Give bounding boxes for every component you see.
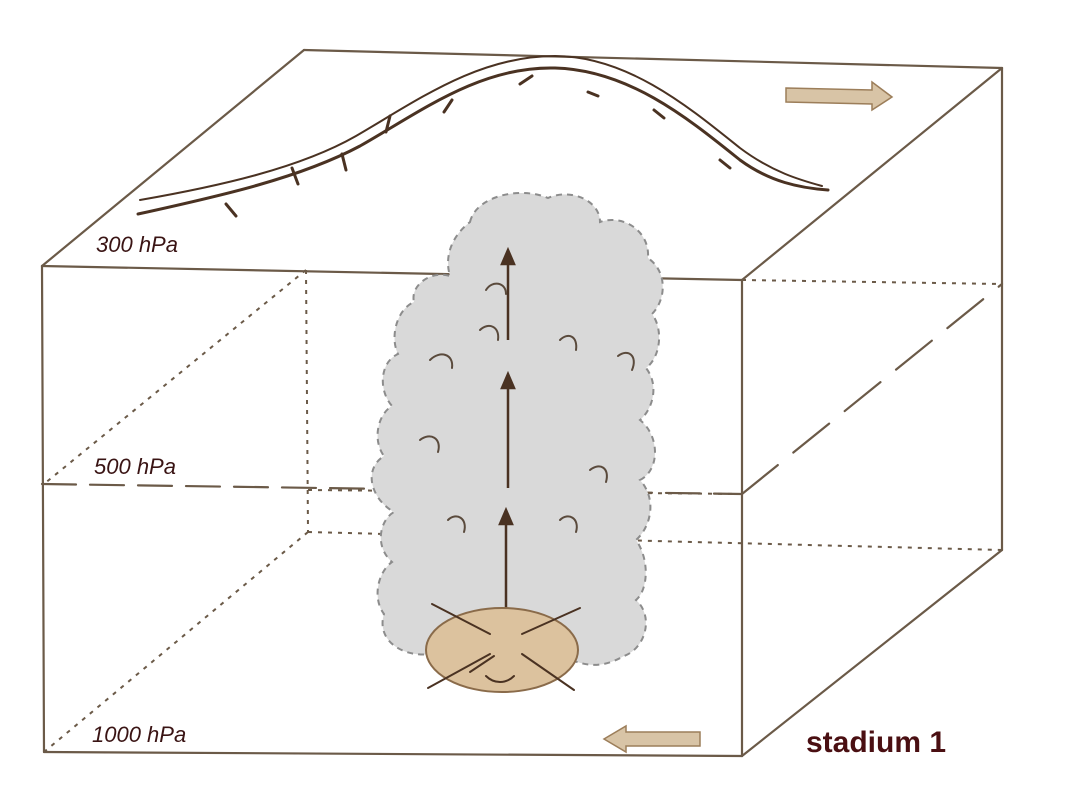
- box-top-back-edge: [302, 48, 1004, 70]
- jet-barb: [652, 108, 666, 120]
- jet-stream-line: [136, 66, 830, 216]
- upper-wind-arrow: [785, 80, 894, 112]
- surface-swirl: [485, 675, 515, 683]
- box-front-bottom-edge: [42, 750, 744, 758]
- eddy-mark: [429, 353, 454, 369]
- left-arrow-icon: [602, 724, 701, 754]
- hidden-500-back-right: [741, 279, 1003, 285]
- inflow-arrow: [521, 607, 581, 635]
- cloud-shape: [370, 191, 664, 666]
- level-500-label: 500 hPa: [94, 454, 176, 479]
- jet-barb: [518, 74, 534, 86]
- jet-barb: [384, 114, 392, 134]
- jet-barb: [586, 90, 600, 98]
- hidden-back-vertical: [305, 269, 309, 533]
- cloud-eddies: [419, 282, 635, 533]
- inflow-arrow: [427, 653, 491, 689]
- inflow-arrow: [469, 655, 495, 673]
- jet-stream: [136, 54, 830, 218]
- eddy-mark: [485, 282, 507, 295]
- eddy-mark: [447, 515, 466, 533]
- box-top-left-edge: [40, 48, 306, 268]
- updraft-lower-head: [498, 506, 514, 526]
- right-arrow-icon: [785, 80, 894, 112]
- convective-cloud: [370, 191, 664, 666]
- jet-barb: [340, 152, 348, 172]
- level-300-label: 300 hPa: [96, 232, 178, 257]
- hidden-500-left: [43, 269, 307, 485]
- inflow-arrow: [431, 603, 491, 635]
- updraft-upper-head: [500, 246, 516, 266]
- level-1000-label: 1000 hPa: [92, 722, 187, 747]
- box-top-right-edge: [740, 66, 1004, 282]
- jet-barb: [718, 158, 732, 170]
- eddy-mark: [419, 435, 440, 453]
- inflow-arrows: [427, 603, 581, 691]
- box-front-left-edge: [40, 264, 46, 754]
- level-500-side-line: [740, 282, 1004, 496]
- convergence-zone: [425, 603, 581, 693]
- inflow-arrow: [521, 653, 575, 691]
- convergence-disc: [425, 607, 579, 693]
- jet-barb: [442, 98, 454, 114]
- eddy-mark: [479, 324, 500, 341]
- updraft-arrows: [498, 246, 516, 630]
- box-bottom-right-edge: [740, 548, 1004, 758]
- eddy-mark: [617, 351, 635, 371]
- eddy-mark: [559, 515, 578, 533]
- stage-label: stadium 1: [806, 726, 947, 759]
- lower-wind-arrow: [602, 724, 701, 754]
- jet-barb: [224, 202, 238, 218]
- jet-stream-line-inner: [139, 54, 823, 201]
- jet-barb: [290, 166, 300, 186]
- updraft-middle-head: [500, 370, 516, 390]
- eddy-mark: [589, 465, 608, 483]
- hidden-floor-left: [43, 531, 309, 753]
- eddy-mark: [559, 334, 578, 351]
